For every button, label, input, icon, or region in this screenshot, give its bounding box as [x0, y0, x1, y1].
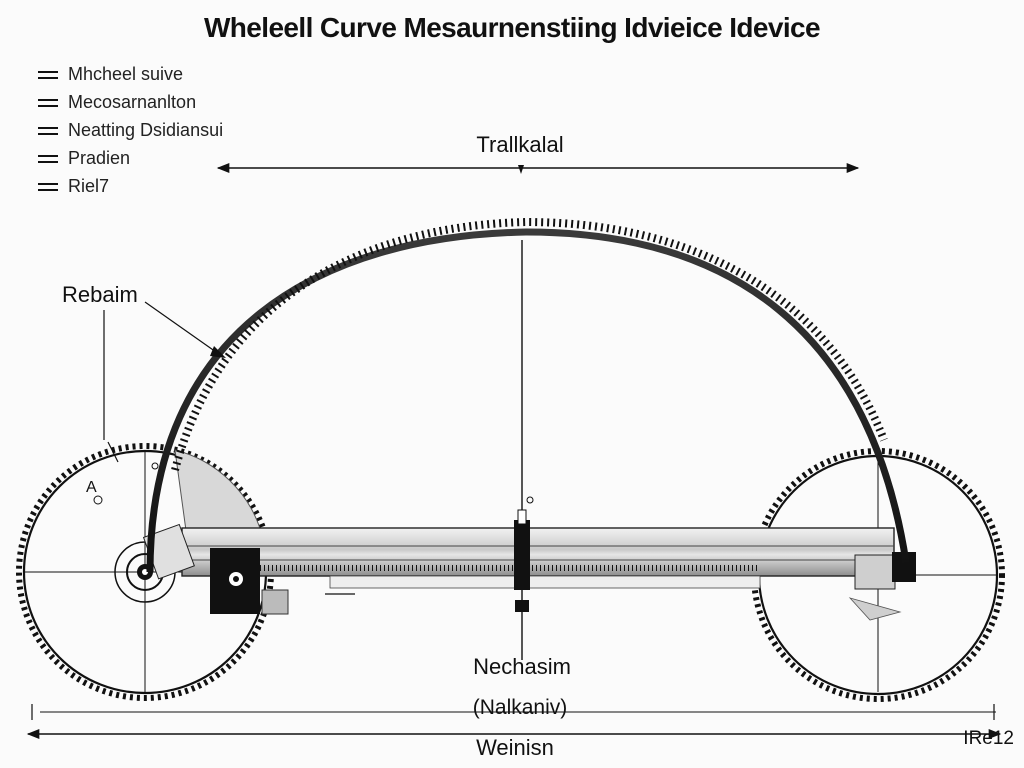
center-bottom-label: Nechasim: [473, 654, 571, 679]
left-pointer-label: Rebaim: [62, 282, 138, 307]
top-dimension-arrow: [216, 162, 860, 174]
legend-marker-icon: [38, 125, 60, 135]
corner-label: IRe12: [963, 728, 1014, 749]
center-paren-label: (Nalkaniv): [473, 696, 568, 719]
legend-label: Neatting Dsidiansui: [68, 119, 224, 140]
left-pointer-leader: [103, 301, 226, 440]
diagram-title: Wheleell Curve Mesaurnenstiing Idvieice …: [203, 12, 821, 43]
legend-item: Pradien: [38, 144, 338, 172]
bottom-dimension-arrow: [26, 704, 1002, 740]
measuring-bar: [142, 523, 916, 615]
legend-item: Riel7: [38, 172, 338, 200]
legend-marker-icon: [38, 97, 60, 107]
bottom-label: Weinisn: [476, 735, 554, 760]
legend-label: Mecosarnanlton: [68, 91, 197, 112]
legend-marker-icon: [38, 69, 60, 79]
legend-item: Neatting Dsidiansui: [38, 116, 338, 144]
left-wheel-tag: A: [86, 479, 97, 496]
center-plumb-rod: [514, 240, 534, 660]
top-arrow-label: Trallkalal: [476, 132, 563, 157]
legend: Mhcheel suive Mecosarnanlton Neatting Ds…: [38, 60, 338, 200]
legend-label: Mhcheel suive: [68, 63, 184, 84]
curve-arch: [146, 217, 910, 573]
legend-label: Riel7: [68, 175, 110, 196]
legend-item: Mecosarnanlton: [38, 88, 338, 116]
legend-label: Pradien: [68, 147, 131, 168]
legend-item: Mhcheel suive: [38, 60, 338, 88]
legend-marker-icon: [38, 153, 60, 163]
legend-marker-icon: [38, 181, 60, 191]
